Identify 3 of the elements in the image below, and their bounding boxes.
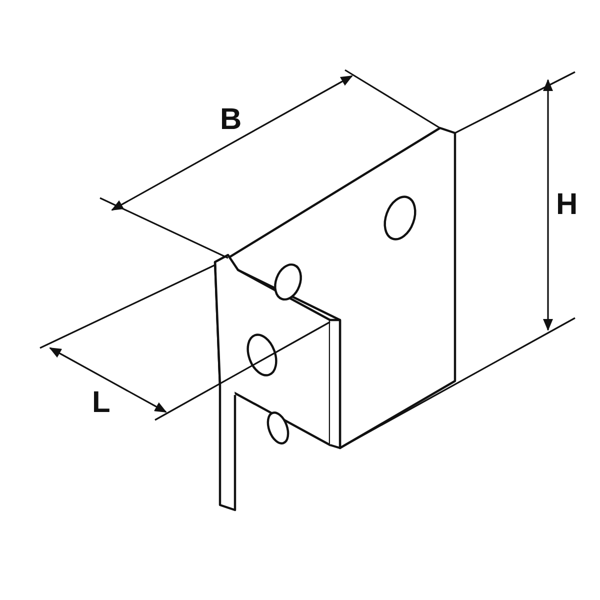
dimension-label: B xyxy=(220,105,242,135)
dimension-label: L xyxy=(92,388,110,418)
dimension-label: H xyxy=(556,190,578,220)
